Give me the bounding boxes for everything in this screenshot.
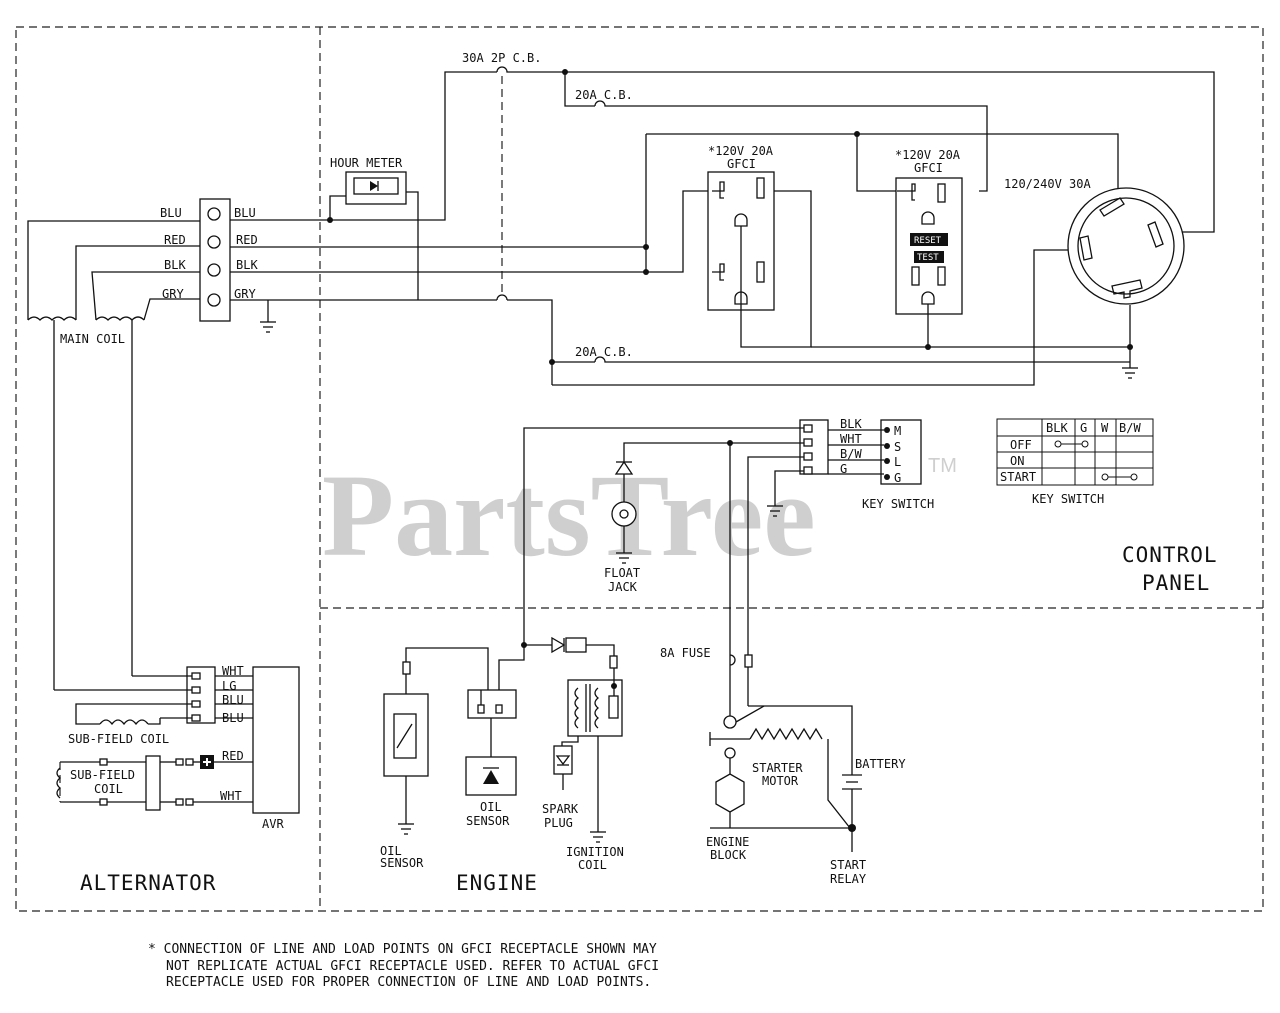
avr-label: AVR (262, 817, 284, 831)
gfci-reset-label: RESET (914, 236, 942, 246)
main-coil-label: MAIN COIL (60, 332, 125, 346)
section-control-label: CONTROL (1122, 543, 1218, 567)
oil-sensor-left-label-1: OIL (380, 844, 402, 858)
term-right-red: RED (236, 233, 258, 247)
fuse-8a (729, 654, 736, 666)
gfci2-rating: *120V 20A (895, 148, 961, 162)
oil-sensor-left-label-2: SENSOR (380, 856, 424, 870)
cb-20a-bottom-hop (594, 356, 1130, 363)
section-engine-label: ENGINE (456, 871, 538, 895)
spark-plug (553, 745, 573, 775)
ks-table-header-w: W (1101, 421, 1109, 435)
battery-label: BATTERY (855, 757, 906, 771)
footnote-line-2: NOT REPLICATE ACTUAL GFCI RECEPTACLE USE… (166, 959, 659, 974)
oil-sensor-mid-label-1: OIL (480, 800, 502, 814)
engine-wiring (383, 636, 862, 852)
hour-meter-label: HOUR METER (330, 156, 403, 170)
term-right-blu: BLU (234, 206, 256, 220)
ks-wire-wht: WHT (840, 432, 862, 446)
avr-module (252, 666, 300, 814)
term-right-gry: GRY (234, 287, 256, 301)
sub-field-box-label-1: SUB-FIELD (70, 768, 135, 782)
float-jack (611, 501, 637, 527)
cb-30a-label: 30A 2P C.B. (462, 51, 541, 65)
avr-red-label: RED (222, 749, 244, 763)
term-right-blk: BLK (236, 258, 258, 272)
ks-pin-l: L (894, 455, 901, 469)
ks-wire-bw: B/W (840, 447, 862, 461)
ks-pin-s: S (894, 440, 901, 454)
ks-table-header-blk: BLK (1046, 421, 1068, 435)
float-jack-label-1: FLOAT (604, 566, 640, 580)
avr-wire-blu-2: BLU (222, 711, 244, 725)
twistlock-label: 120/240V 30A (1004, 177, 1091, 191)
fuse-label: 8A FUSE (660, 646, 711, 660)
ks-table-row-on: ON (1010, 454, 1024, 468)
gfci1-rating: *120V 20A (708, 144, 774, 158)
watermark-text: PartsTree (322, 450, 816, 581)
engine-block-label-2: BLOCK (710, 848, 747, 862)
ks-table-header-bw: B/W (1119, 421, 1141, 435)
ignition-coil-label-1: IGNITION (566, 845, 624, 859)
start-relay-label-2: RELAY (830, 872, 867, 886)
twistlock-receptacle (1067, 187, 1185, 305)
avr-wire-lg: LG (222, 679, 236, 693)
term-left-red: RED (164, 233, 186, 247)
main-wiring: RESET TEST (27, 66, 1215, 690)
start-relay-label-1: START (830, 858, 866, 872)
section-panel-label: PANEL (1142, 571, 1210, 595)
cb-20a-top-label: 20A C.B. (575, 88, 633, 102)
ks-pin-g: G (894, 471, 901, 485)
spark-plug-label-2: PLUG (544, 816, 573, 830)
ks-table-row-off: OFF (1010, 438, 1032, 452)
key-switch-label: KEY SWITCH (862, 497, 934, 511)
avr-wire-blu-1: BLU (222, 693, 244, 707)
gfci2-type: GFCI (914, 161, 943, 175)
ks-wire-blk: BLK (840, 417, 862, 431)
main-coil-left (27, 316, 77, 321)
starter-motor (715, 773, 745, 813)
starter-motor-label-2: MOTOR (762, 774, 799, 788)
ks-table-row-start: START (1000, 470, 1036, 484)
oil-sensor-mid-label-2: SENSOR (466, 814, 510, 828)
watermark-tm: TM (928, 455, 957, 477)
ks-pin-m: M (894, 424, 901, 438)
ks-table-caption: KEY SWITCH (1032, 492, 1104, 506)
ks-table-header-g: G (1080, 421, 1087, 435)
cb-20a-bottom-label: 20A C.B. (575, 345, 633, 359)
engine-block-label-1: ENGINE (706, 835, 749, 849)
ks-wire-g: G (840, 462, 847, 476)
starter-motor-label-1: STARTER (752, 761, 803, 775)
spark-plug-label-1: SPARK (542, 802, 579, 816)
avr-wire-wht: WHT (222, 664, 244, 678)
control-wiring (523, 419, 922, 655)
sub-field-box-label-2: COIL (94, 782, 123, 796)
gfci-test-label: TEST (917, 253, 939, 263)
oil-sensor-connector (467, 689, 517, 719)
term-left-blu: BLU (160, 206, 182, 220)
term-left-gry: GRY (162, 287, 184, 301)
gfci-reset-button (910, 233, 948, 246)
starter-coil-symbol (749, 727, 823, 741)
cb-20a-top-hop (594, 100, 988, 192)
ignition-coil-label-2: COIL (578, 858, 607, 872)
float-jack-label-2: JACK (608, 580, 638, 594)
cb-30a-hop-top (496, 66, 565, 73)
section-alternator-label: ALTERNATOR (80, 871, 216, 895)
avr-wiring (54, 666, 300, 814)
gfci-test-button (914, 251, 944, 263)
section-frames (15, 26, 1264, 912)
avr-wht-label: WHT (220, 789, 242, 803)
footnote-line-1: * CONNECTION OF LINE AND LOAD POINTS ON … (148, 942, 657, 957)
main-coil-right (95, 316, 145, 321)
key-switch-table (996, 418, 1154, 486)
sub-field-coil-symbol (99, 719, 149, 726)
watermark: PartsTree TM (322, 450, 957, 581)
sub-field-coil-label: SUB-FIELD COIL (68, 732, 169, 746)
cb-30a-hop-bottom (496, 294, 508, 301)
term-left-blk: BLK (164, 258, 186, 272)
footnote-line-3: RECEPTACLE USED FOR PROPER CONNECTION OF… (166, 975, 651, 990)
gfci1-type: GFCI (727, 157, 756, 171)
